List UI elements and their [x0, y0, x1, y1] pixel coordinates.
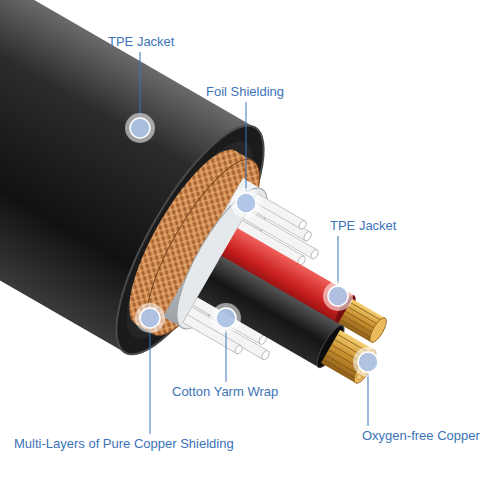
callout-label: Multi-Layers of Pure Copper Shielding [14, 436, 234, 452]
callout-label: Cotton Yarm Wrap [172, 384, 278, 400]
yarn-end [298, 219, 308, 230]
marker-halo [125, 113, 155, 143]
yarn-end [309, 248, 319, 260]
yarn-end [260, 349, 270, 361]
marker-dot [216, 308, 236, 328]
leader-line [338, 236, 339, 284]
yarn-strand [253, 193, 305, 228]
yarn-end [303, 230, 313, 242]
marker-dot [140, 308, 160, 328]
leader-line [140, 52, 141, 116]
marker-dot [236, 193, 256, 213]
callout-label: TPE Jacket [108, 34, 174, 50]
leader-line [226, 330, 227, 382]
marker-dot [130, 118, 150, 138]
marker-dot [358, 352, 378, 372]
cable [0, 0, 446, 463]
leader-line [368, 374, 369, 426]
marker-halo [211, 303, 241, 333]
leader-lines [140, 52, 368, 434]
callout-markers [125, 113, 383, 377]
marker-halo [353, 347, 383, 377]
callout-label: Foil Shielding [206, 84, 284, 100]
leader-line [150, 330, 151, 434]
marker-halo [231, 188, 261, 218]
copper-strand-end [367, 316, 390, 345]
marker-dot [328, 286, 348, 306]
callout-label: Oxygen-free Copper [362, 428, 480, 444]
marker-halo [323, 281, 353, 311]
leader-line [246, 102, 247, 191]
callout-label: TPE Jacket [330, 218, 396, 234]
marker-halo [135, 303, 165, 333]
yarn-end [234, 344, 244, 355]
